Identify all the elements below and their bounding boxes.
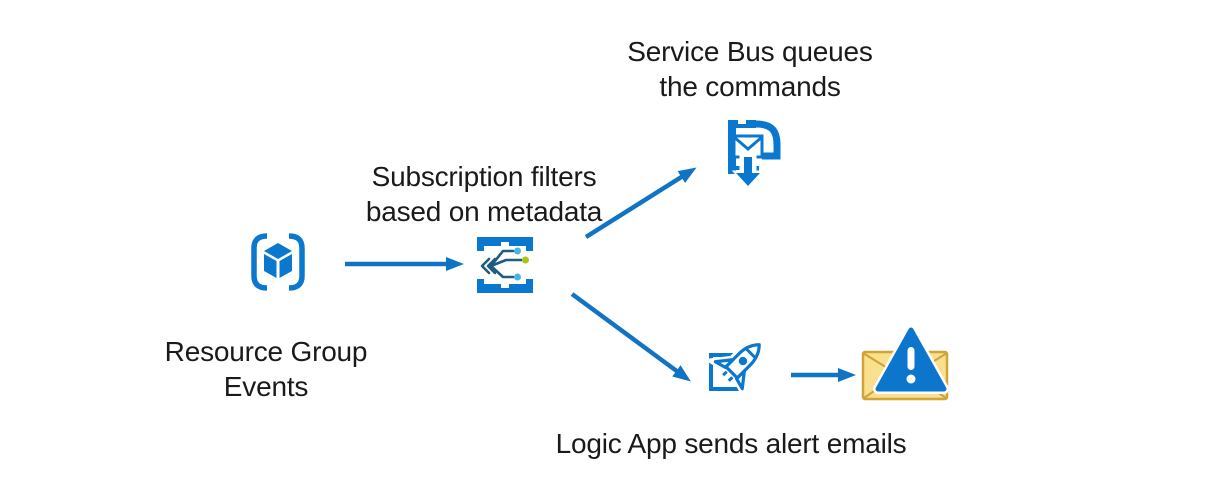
logic-app-rocket-icon xyxy=(704,340,764,400)
resource-group-icon xyxy=(251,233,305,291)
logic-app-label: Logic App sends alert emails xyxy=(555,428,907,459)
subscription-filter-label: Subscription filters based on metadata xyxy=(365,161,603,227)
arrow-filter-to-logic-app xyxy=(570,292,691,382)
event-subscription-filter-icon xyxy=(477,237,533,293)
alert-email-icon xyxy=(861,325,949,401)
service-bus-label: Service Bus queues the commands xyxy=(627,36,873,102)
arrow-filter-to-service-bus xyxy=(584,167,697,239)
service-bus-icon xyxy=(728,120,781,190)
resource-group-label: Resource Group Events xyxy=(164,336,368,402)
